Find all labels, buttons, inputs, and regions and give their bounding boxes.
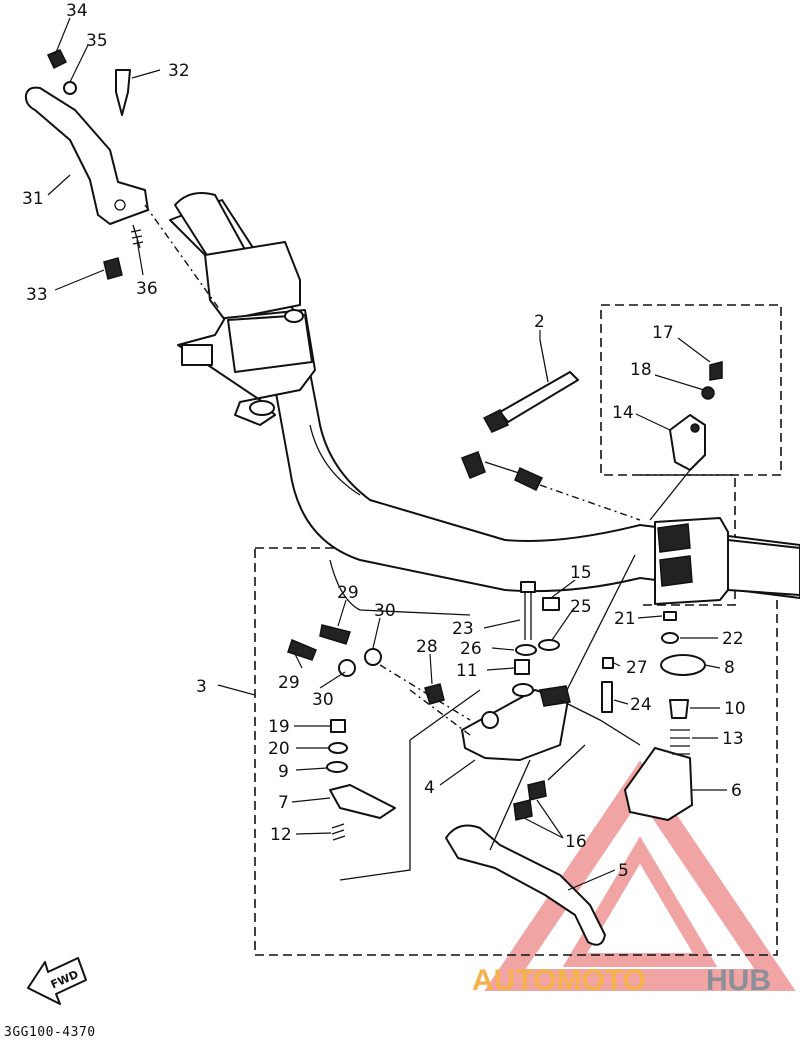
watermark-part2: HUB: [706, 964, 771, 997]
callout-23: 23: [452, 619, 474, 639]
callout-34: 34: [66, 1, 88, 21]
callout-3: 3: [196, 677, 207, 697]
callout-2: 2: [534, 312, 545, 332]
cable-strap: [482, 339, 579, 433]
callout-10: 10: [724, 699, 746, 719]
callout-30-top: 30: [374, 601, 396, 621]
callout-8: 8: [724, 658, 735, 678]
callout-31: 31: [22, 189, 44, 209]
callout-4: 4: [424, 778, 435, 798]
callout-21: 21: [614, 609, 636, 629]
callout-11: 11: [456, 661, 478, 681]
callout-9: 9: [278, 762, 289, 782]
callout-29-top: 29: [337, 583, 359, 603]
cable-connector: [461, 451, 641, 521]
callout-12: 12: [270, 825, 292, 845]
callout-36: 36: [136, 279, 158, 299]
callout-27: 27: [626, 658, 648, 678]
callout-14: 14: [612, 403, 634, 423]
callout-25: 25: [570, 597, 592, 617]
callout-7: 7: [278, 793, 289, 813]
callout-19: 19: [268, 717, 290, 737]
watermark-text: AUTOMOTO HUB: [472, 964, 771, 997]
master-cylinder: [177, 241, 316, 426]
callout-13: 13: [722, 729, 744, 749]
callout-20: 20: [268, 739, 290, 759]
callout-22: 22: [722, 629, 744, 649]
switch-clamp: [649, 361, 723, 521]
callout-17: 17: [652, 323, 674, 343]
callout-15: 15: [570, 563, 592, 583]
callout-5: 5: [618, 861, 629, 881]
leader-lines: [47, 17, 727, 891]
callout-24: 24: [630, 695, 652, 715]
watermark-triangle-logo: [484, 760, 796, 991]
callout-32: 32: [168, 61, 190, 81]
callout-26: 26: [460, 639, 482, 659]
callout-28: 28: [416, 637, 438, 657]
callout-6: 6: [731, 781, 742, 801]
clutch-lever-left: [24, 49, 221, 311]
callout-30-left: 30: [312, 690, 334, 710]
callout-labels: 34 35 32 31 33 36 2 17 18 14 3 29 30 28 …: [22, 1, 746, 881]
callout-16: 16: [565, 832, 587, 852]
drawing-code: 3GG100-4370: [4, 1025, 96, 1040]
right-grip: [654, 517, 800, 605]
callout-35: 35: [86, 31, 108, 51]
lever-assembly: [287, 554, 706, 946]
fwd-arrow: FWD: [27, 957, 87, 1005]
watermark-part1: AUTOMOTO: [472, 964, 646, 997]
callout-29-left: 29: [278, 673, 300, 693]
callout-33: 33: [26, 285, 48, 305]
callout-18: 18: [630, 360, 652, 380]
